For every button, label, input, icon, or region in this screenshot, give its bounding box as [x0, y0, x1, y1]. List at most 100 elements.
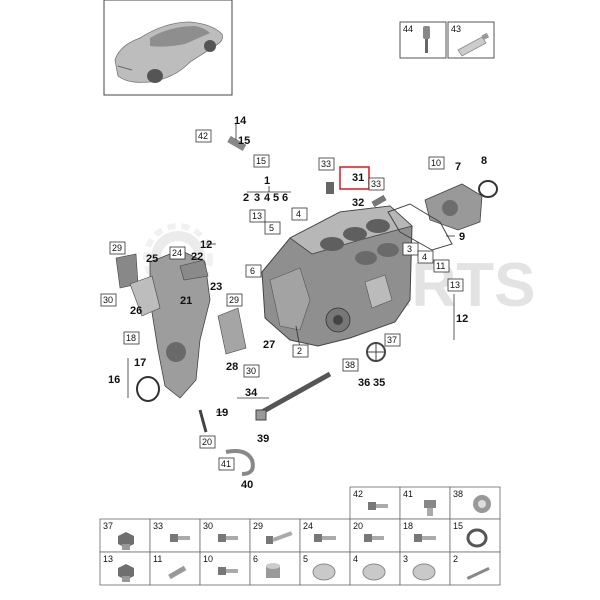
ref-box-2[interactable]: 2 — [292, 344, 309, 358]
long-bolt-icon[interactable] — [266, 531, 293, 544]
callout-28: 28 — [226, 361, 238, 373]
ref-box-6[interactable]: 6 — [245, 264, 262, 278]
bracket-22[interactable] — [179, 259, 209, 281]
table-num-33: 33 — [153, 521, 163, 531]
callout-3: 3 — [254, 192, 260, 204]
svg-text:30: 30 — [246, 366, 256, 376]
ref-box-29-left[interactable]: 29 — [109, 241, 126, 255]
callout-5: 5 — [273, 192, 279, 204]
callout-numbers: 14 15 1 2 3 4 5 6 7 8 9 12 12 31 32 25 2… — [108, 115, 487, 491]
ref-box-13-left[interactable]: 13 — [249, 209, 266, 223]
ref-box-18[interactable]: 18 — [123, 331, 140, 345]
bushing-39[interactable] — [255, 409, 267, 421]
sealant-tube-icon[interactable] — [457, 32, 490, 57]
sensor-31[interactable] — [326, 182, 334, 194]
ref-box-33-upper[interactable]: 33 — [318, 157, 335, 171]
oil-pump-module[interactable] — [424, 183, 483, 231]
svg-text:13: 13 — [252, 211, 262, 221]
legend-num-44: 44 — [403, 24, 413, 34]
callout-25: 25 — [146, 253, 158, 265]
seal-17[interactable] — [136, 376, 160, 402]
bolt-19[interactable] — [198, 409, 208, 433]
ref-box-42[interactable]: 42 — [195, 129, 212, 143]
callout-8: 8 — [481, 155, 487, 167]
table-num-37: 37 — [103, 521, 113, 531]
callout-19: 19 — [216, 407, 228, 419]
ref-box-13-right[interactable]: 13 — [447, 278, 464, 292]
ref-box-4[interactable]: 4 — [291, 207, 308, 221]
callout-15: 15 — [238, 135, 250, 147]
ref-box-30-left[interactable]: 30 — [100, 293, 117, 307]
boxed-references: 42 15 33 33 10 4 13 5 29 24 6 3 4 11 13 … — [100, 129, 464, 471]
bolt-icon[interactable] — [170, 534, 190, 542]
bolt-icon[interactable] — [218, 567, 238, 575]
plug-cap-icon[interactable] — [362, 563, 386, 581]
table-num-5: 5 — [303, 554, 308, 564]
engine-block[interactable] — [261, 205, 413, 347]
table-num-4: 4 — [353, 554, 358, 564]
svg-text:15: 15 — [256, 156, 266, 166]
svg-text:4: 4 — [296, 209, 301, 219]
hex-bolt-icon[interactable] — [118, 532, 134, 550]
callout-35: 35 — [373, 377, 385, 389]
ref-box-4-right[interactable]: 4 — [417, 250, 434, 264]
table-num-41: 41 — [403, 489, 413, 499]
injector-14[interactable] — [227, 135, 247, 151]
bolt-short-icon[interactable] — [368, 502, 388, 510]
seal-ring-icon[interactable] — [466, 528, 488, 548]
bolt-flange-icon[interactable] — [424, 500, 436, 516]
screwdriver-icon[interactable] — [423, 26, 430, 53]
gasket-9[interactable] — [387, 203, 453, 251]
pulley-35[interactable] — [366, 342, 386, 362]
parts-table: 42 41 38 37 33 30 29 24 20 18 15 13 11 1… — [99, 486, 501, 586]
top-legend: 44 43 — [399, 21, 495, 59]
svg-text:38: 38 — [345, 360, 355, 370]
hex-bolt-icon[interactable] — [118, 564, 134, 582]
ref-box-11[interactable]: 11 — [433, 259, 450, 273]
bolt-icon[interactable] — [218, 534, 238, 542]
shaft-34[interactable] — [260, 371, 332, 415]
bolt-icon[interactable] — [414, 534, 436, 542]
ref-box-37[interactable]: 37 — [384, 333, 401, 347]
svg-text:5: 5 — [269, 223, 274, 233]
svg-text:20: 20 — [202, 437, 212, 447]
o-ring-8[interactable] — [478, 180, 498, 198]
gasket-26[interactable] — [129, 275, 161, 317]
plug-cap-icon[interactable] — [312, 563, 336, 581]
ref-box-24[interactable]: 24 — [169, 246, 186, 260]
ref-box-30-mid[interactable]: 30 — [243, 364, 260, 378]
vehicle-thumbnail[interactable] — [103, 0, 233, 96]
sleeve-icon[interactable] — [473, 495, 491, 513]
ref-box-10[interactable]: 10 — [428, 156, 445, 170]
callout-32: 32 — [352, 197, 364, 209]
bracket-27[interactable] — [217, 307, 247, 355]
table-num-18: 18 — [403, 521, 413, 531]
callout-27: 27 — [263, 339, 275, 351]
bushing-icon[interactable] — [266, 563, 280, 578]
stud-icon[interactable] — [466, 567, 490, 580]
plug-cap-icon[interactable] — [412, 563, 436, 581]
ref-box-20[interactable]: 20 — [199, 435, 216, 449]
bolt-icon[interactable] — [314, 534, 336, 542]
callout-14: 14 — [234, 115, 247, 127]
svg-text:4: 4 — [422, 252, 427, 262]
timing-cover[interactable] — [149, 249, 211, 399]
ref-box-29-mid[interactable]: 29 — [226, 293, 243, 307]
table-num-24: 24 — [303, 521, 313, 531]
ref-box-41[interactable]: 41 — [218, 457, 235, 471]
ref-box-15[interactable]: 15 — [253, 154, 270, 168]
callout-6: 6 — [282, 192, 288, 204]
ref-box-38[interactable]: 38 — [342, 358, 359, 372]
ref-box-5[interactable]: 5 — [264, 221, 281, 235]
pin-icon[interactable] — [168, 565, 187, 580]
bolt-icon[interactable] — [364, 534, 384, 542]
ref-box-3[interactable]: 3 — [402, 242, 419, 256]
ref-box-33-lower[interactable]: 33 — [368, 177, 385, 191]
svg-text:33: 33 — [371, 179, 381, 189]
callout-23: 23 — [210, 281, 222, 293]
sensor-32[interactable] — [371, 194, 387, 208]
pipe-40[interactable] — [225, 449, 255, 476]
callout-26: 26 — [130, 305, 142, 317]
callout-7: 7 — [455, 161, 461, 173]
svg-text:30: 30 — [103, 295, 113, 305]
